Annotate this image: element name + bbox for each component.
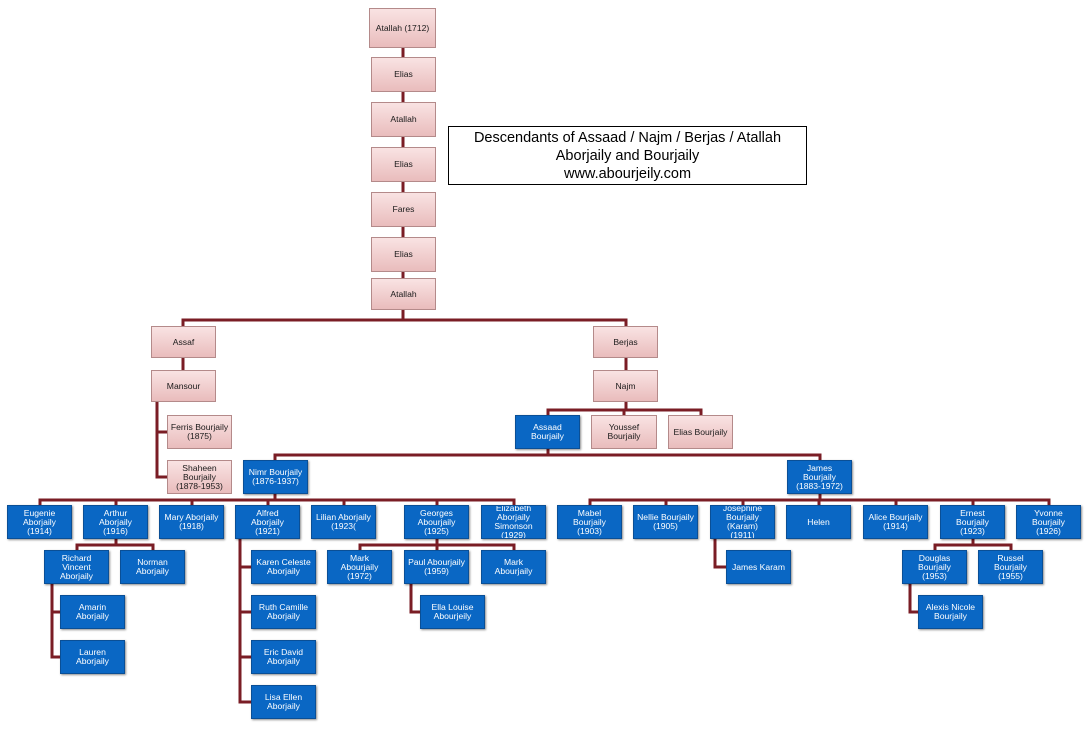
person-node-najm: Najm [593, 370, 658, 402]
person-node-ferris: Ferris Bourjaily (1875) [167, 415, 232, 449]
person-node-fares: Fares [371, 192, 436, 227]
person-node-atallah1712: Atallah (1712) [369, 8, 436, 48]
person-node-markg: Mark Abourjaily (1972) [327, 550, 392, 584]
person-node-eugenie: Eugenie Aborjaily (1914) [7, 505, 72, 539]
person-node-james: James Bourjaily (1883-1972) [787, 460, 852, 494]
person-node-richard: Richard Vincent Aborjaily [44, 550, 109, 584]
person-node-assaad: Assaad Bourjaily [515, 415, 580, 449]
person-node-amarin: Amarin Aborjaily [60, 595, 125, 629]
person-node-assaf: Assaf [151, 326, 216, 358]
person-node-nimr: Nimr Bourjaily (1876-1937) [243, 460, 308, 494]
person-node-douglas: Douglas Bourjaily (1953) [902, 550, 967, 584]
person-node-mabel: Mabel Bourjaily (1903) [557, 505, 622, 539]
person-node-elias1: Elias [371, 57, 436, 92]
title-line-1: Descendants of Assaad / Najm / Berjas / … [473, 130, 782, 146]
person-node-alice: Alice Bourjaily (1914) [863, 505, 928, 539]
person-node-shaheen: Shaheen Bourjaily (1878-1953) [167, 460, 232, 494]
person-node-berjas: Berjas [593, 326, 658, 358]
person-node-marke: Mark Abourjaily [481, 550, 546, 584]
person-node-alexis: Alexis Nicole Bourjaily [918, 595, 983, 629]
person-node-elias2: Elias [371, 147, 436, 182]
person-node-atallah3: Atallah [371, 278, 436, 310]
person-node-lisa: Lisa Ellen Aborjaily [251, 685, 316, 719]
person-node-yvonne: Yvonne Bourjaily (1926) [1016, 505, 1081, 539]
person-node-helen: Helen [786, 505, 851, 539]
person-node-arthur: Arthur Aborjaily (1916) [83, 505, 148, 539]
person-node-alfred: Alfred Aborjaily (1921) [235, 505, 300, 539]
person-node-norman: Norman Aborjaily [120, 550, 185, 584]
person-node-eric: Eric David Aborjaily [251, 640, 316, 674]
title-line-2: Aborjaily and Bourjaily [555, 148, 700, 164]
chart-title-box: Descendants of Assaad / Najm / Berjas / … [448, 126, 807, 185]
person-node-elias3: Elias [371, 237, 436, 272]
person-node-eliasb: Elias Bourjaily [668, 415, 733, 449]
person-node-mary: Mary Aborjaily (1918) [159, 505, 224, 539]
person-node-nellie: Nellie Bourjaily (1905) [633, 505, 698, 539]
person-node-youssef: Youssef Bourjaily [591, 415, 657, 449]
person-node-karen: Karen Celeste Aborjaily [251, 550, 316, 584]
person-node-paul: Paul Abourjaily (1959) [404, 550, 469, 584]
person-node-ella: Ella Louise Abourjeily [420, 595, 485, 629]
person-node-ernest: Ernest Bourjaily (1923) [940, 505, 1005, 539]
person-node-atallah2: Atallah [371, 102, 436, 137]
person-node-josephine: Josephine Bourjaily (Karam) (1911) [710, 505, 775, 539]
person-node-mansour: Mansour [151, 370, 216, 402]
person-node-jameskaram: James Karam [726, 550, 791, 584]
person-node-elizabeth: Elizabeth Aborjaily Simonson (1929) [481, 505, 546, 539]
title-line-3: www.abourjeily.com [563, 166, 692, 182]
person-node-ruth: Ruth Camille Aborjaily [251, 595, 316, 629]
person-node-russel: Russel Bourjaily (1955) [978, 550, 1043, 584]
person-node-georges: Georges Abourjaily (1925) [404, 505, 469, 539]
person-node-lilian: Lilian Aborjaily (1923( [311, 505, 376, 539]
person-node-lauren: Lauren Aborjaily [60, 640, 125, 674]
